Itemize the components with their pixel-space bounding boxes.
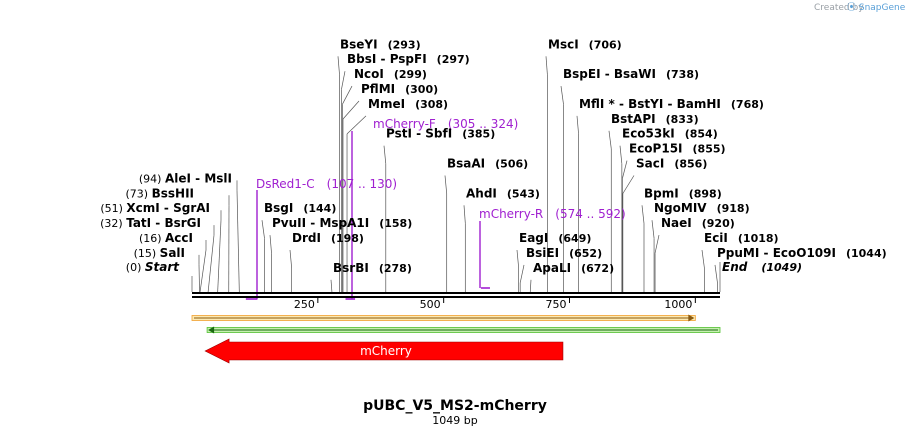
site-labels: (15) SalI(16) AccI(32) TatI - BsrGI(51) …	[100, 37, 887, 274]
site-label-bstapi: BstAPI(833)	[611, 112, 699, 126]
backbone-top-strand	[192, 292, 720, 294]
tick-label: 250	[294, 298, 315, 311]
orf-arrow-1	[688, 314, 695, 322]
orf-tracks	[191, 314, 721, 334]
orf-arrow-2	[208, 326, 215, 334]
site-label-bsaai: BsaAI(506)	[447, 157, 528, 171]
site-lines	[191, 56, 721, 293]
site-label-bsrbi: BsrBI(278)	[333, 261, 412, 275]
site-label-ecop15i: EcoP15I(855)	[629, 142, 726, 156]
site-label-acci: (16) AccI	[139, 231, 193, 245]
site-line-bsrbi-fan	[330, 279, 333, 293]
site-line-bseyi-fan	[337, 56, 340, 75]
site-line-ahdi-fan	[463, 205, 466, 224]
site-label-bbsi: BbsI - PspFI(297)	[347, 52, 470, 66]
site-label-mfli: MflI * - BstYI - BamHI(768)	[579, 97, 764, 111]
primer-label-dsred1-c: DsRed1-C(107 .. 130)	[256, 177, 397, 191]
site-line-pflmi-fan	[342, 100, 360, 120]
site-label-bpmi: BpmI(898)	[644, 186, 722, 200]
site-line-sali	[198, 264, 200, 293]
site-label-apali: ApaLI(672)	[533, 261, 614, 275]
site-label-eagi: EagI(649)	[519, 231, 591, 245]
site-line-bpmi-fan	[641, 205, 645, 224]
site-line-eco53ki-fan	[619, 145, 623, 164]
site-label-ahdi: AhdI(543)	[466, 186, 540, 200]
site-line-bsgi-fan	[261, 220, 265, 239]
site-line-mfli-fan	[576, 115, 579, 134]
tick-label: 750	[546, 298, 567, 311]
site-label-sali: (15) SalI	[134, 246, 185, 260]
site-line-apali-fan	[529, 279, 532, 293]
site-line-mmei-fan	[346, 115, 367, 135]
site-line-msci-fan	[545, 56, 548, 75]
site-line-acci	[199, 249, 207, 293]
map-length: 1049 bp	[432, 414, 477, 427]
feature-label-mcherry: mCherry	[360, 344, 412, 358]
site-label-ecii: EciI(1018)	[704, 231, 779, 245]
site-line-naei-fan	[654, 235, 660, 254]
site-label-bsgi: BsgI(144)	[264, 201, 336, 215]
snapgene-logo: ⦿ SnapGene	[847, 2, 906, 13]
site-line-pvuii-fan	[269, 235, 272, 254]
site-line-ecop15i-fan	[622, 160, 628, 179]
site-line-bbsi-fan	[341, 71, 346, 90]
feature-arrow-mcherry	[204, 338, 564, 364]
site-label-tati: (32) TatI - BsrGI	[100, 216, 201, 230]
site-line-bspei-fan	[560, 86, 564, 105]
ruler: 250 500 750 1000	[294, 298, 696, 311]
site-label-saci: SacI(856)	[636, 157, 707, 171]
end-label-end: End(1049)	[722, 260, 802, 274]
site-label-pvuii: PvuII - MspA1I(158)	[272, 216, 412, 230]
primer-label-mcherry-f: mCherry-F(305 .. 324)	[373, 117, 518, 131]
site-line-drdi-fan	[289, 249, 293, 269]
site-label-pflmi: PflMI(300)	[361, 82, 438, 96]
site-label-ppumi: PpuMI - EcoO109I(1044)	[717, 246, 887, 260]
features: mCherry	[204, 338, 564, 364]
site-line-alei	[236, 190, 240, 293]
site-line-ppumi-fan	[714, 264, 718, 283]
site-label-bsiei: BsiEI(652)	[526, 246, 602, 260]
site-label-bsshii: (73) BssHII	[126, 186, 194, 200]
site-label-ngomiv: NgoMIV(918)	[654, 201, 750, 215]
tick-label: 500	[420, 298, 441, 311]
site-label-xcmi: (51) XcmI - SgrAI	[100, 201, 210, 215]
site-line-psti-fan	[383, 145, 387, 164]
site-label-psti: PstI - SbfI(385)	[386, 127, 495, 141]
site-label-msci: MscI(706)	[548, 37, 622, 51]
credit-label: Created by	[814, 3, 864, 13]
backbone-bottom-strand	[192, 296, 720, 298]
site-label-drdi: DrdI(198)	[292, 231, 364, 245]
site-line-xcmi	[217, 220, 222, 293]
site-line-ncoi-fan	[342, 85, 353, 105]
site-line-saci-fan	[622, 175, 635, 194]
site-label-mmei: MmeI(308)	[368, 97, 448, 111]
site-line-tati	[207, 235, 215, 293]
site-label-bseyi: BseYI(293)	[340, 37, 421, 51]
site-label-bspei: BspEI - BsaWI(738)	[563, 67, 699, 81]
site-label-naei: NaeI(920)	[661, 216, 735, 230]
sequence-backbone	[192, 292, 720, 298]
primer-label-mcherry-r: mCherry-R(574 .. 592)	[479, 207, 626, 221]
site-line-ecii-fan	[701, 249, 705, 269]
site-line-eagi-fan	[516, 249, 520, 269]
site-label-alei: (94) AleI - MslI	[139, 171, 232, 185]
site-line-bsaai-fan	[444, 175, 448, 194]
site-line-ngomiv-fan	[651, 220, 655, 239]
site-label-ncoi: NcoI(299)	[354, 67, 427, 81]
tick-label: 1000	[664, 298, 692, 311]
site-line-bstapi-fan	[608, 130, 612, 149]
map-title: pUBC_V5_MS2-mCherry	[363, 398, 547, 414]
end-label-start: (0) Start	[126, 260, 180, 274]
primers: DsRed1-C(107 .. 130) mCherry-F(305 .. 324…	[245, 117, 626, 300]
site-label-eco53ki: Eco53kI(854)	[622, 127, 718, 141]
site-line-bsiei-fan	[519, 264, 525, 283]
